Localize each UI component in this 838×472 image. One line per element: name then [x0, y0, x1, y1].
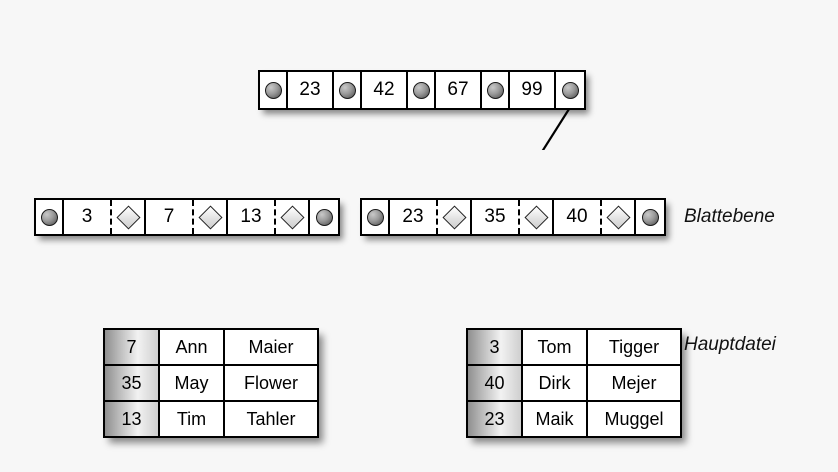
pointer-bullet-icon — [40, 208, 58, 226]
record-pointer-diamond-icon — [197, 204, 223, 230]
leaf-right-key-0: 23 — [390, 200, 436, 234]
root-pointer-4[interactable] — [556, 72, 584, 108]
leaf-left-record-pointer-1[interactable] — [192, 200, 228, 234]
record-pointer-diamond-icon — [523, 204, 549, 230]
leaf-left-next-pointer[interactable] — [310, 200, 338, 234]
row-firstname: Maik — [523, 402, 588, 436]
pointer-bullet-icon — [561, 81, 579, 99]
pointer-bullet-icon — [264, 81, 282, 99]
row-key: 35 — [105, 366, 160, 400]
row-firstname: Tom — [523, 330, 588, 364]
root-pointer-1[interactable] — [334, 72, 362, 108]
leaf-right-next-pointer[interactable] — [636, 200, 664, 234]
record-pointer-dashed-lines — [59, 234, 595, 422]
row-firstname: May — [160, 366, 225, 400]
leaf-node-right[interactable]: 23 35 40 — [360, 198, 666, 236]
root-key-2: 67 — [436, 72, 482, 108]
row-firstname: Tim — [160, 402, 225, 436]
leaf-node-left[interactable]: 3 7 13 — [34, 198, 340, 236]
leaf-right-record-pointer-1[interactable] — [518, 200, 554, 234]
table-row[interactable]: 35 May Flower — [105, 366, 317, 402]
hauptdatei-table-right[interactable]: 3 Tom Tigger 40 Dirk Mejer 23 Maik Mugge… — [466, 328, 682, 438]
hauptdatei-table-left[interactable]: 7 Ann Maier 35 May Flower 13 Tim Tahler — [103, 328, 319, 438]
pointer-bullet-icon — [486, 81, 504, 99]
pointer-bullet-icon — [412, 81, 430, 99]
record-pointer-diamond-icon — [441, 204, 467, 230]
root-index-node[interactable]: 23 42 67 99 — [258, 70, 586, 110]
caption-blattebene: Blattebene — [684, 206, 775, 227]
table-row[interactable]: 3 Tom Tigger — [468, 330, 680, 366]
leaf-left-key-2: 13 — [228, 200, 274, 234]
table-row[interactable]: 13 Tim Tahler — [105, 402, 317, 436]
row-key: 13 — [105, 402, 160, 436]
row-lastname: Mejer — [611, 372, 657, 393]
leaf-left-record-pointer-0[interactable] — [110, 200, 146, 234]
leaf-left-record-pointer-2[interactable] — [274, 200, 310, 234]
leaf-right-record-pointer-0[interactable] — [436, 200, 472, 234]
leaf-left-key-1: 7 — [146, 200, 192, 234]
pointer-bullet-icon — [338, 81, 356, 99]
leaf-right-prev-pointer[interactable] — [362, 200, 390, 234]
row-key: 3 — [468, 330, 523, 364]
caption-hauptdatei: Hauptdatei — [684, 334, 776, 355]
row-lastname: Tigger — [608, 336, 660, 357]
row-lastname: Muggel — [604, 408, 664, 429]
leaf-right-key-2: 40 — [554, 200, 600, 234]
root-pointer-3[interactable] — [482, 72, 510, 108]
row-firstname: Ann — [160, 330, 225, 364]
row-key: 40 — [468, 366, 523, 400]
row-key: 23 — [468, 402, 523, 436]
table-row[interactable]: 7 Ann Maier — [105, 330, 317, 366]
leaf-left-prev-pointer[interactable] — [36, 200, 64, 234]
leaf-left-key-0: 3 — [64, 200, 110, 234]
row-firstname: Dirk — [523, 366, 588, 400]
pointer-bullet-icon — [315, 208, 333, 226]
record-pointer-diamond-icon — [115, 204, 141, 230]
pointer-bullet-icon — [641, 208, 659, 226]
table-row[interactable]: 23 Maik Muggel — [468, 402, 680, 436]
root-key-0: 23 — [288, 72, 334, 108]
root-key-1: 42 — [362, 72, 408, 108]
root-pointer-0[interactable] — [260, 72, 288, 108]
record-pointer-diamond-icon — [605, 204, 631, 230]
pointer-bullet-icon — [366, 208, 384, 226]
row-lastname: Tahler — [246, 408, 296, 429]
row-key: 7 — [105, 330, 160, 364]
row-lastname: Flower — [243, 372, 298, 393]
record-pointer-diamond-icon — [279, 204, 305, 230]
leaf-right-record-pointer-2[interactable] — [600, 200, 636, 234]
row-lastname: Maier — [248, 336, 294, 357]
root-pointer-2[interactable] — [408, 72, 436, 108]
root-key-3: 99 — [510, 72, 556, 108]
table-row[interactable]: 40 Dirk Mejer — [468, 366, 680, 402]
leaf-right-key-1: 35 — [472, 200, 518, 234]
